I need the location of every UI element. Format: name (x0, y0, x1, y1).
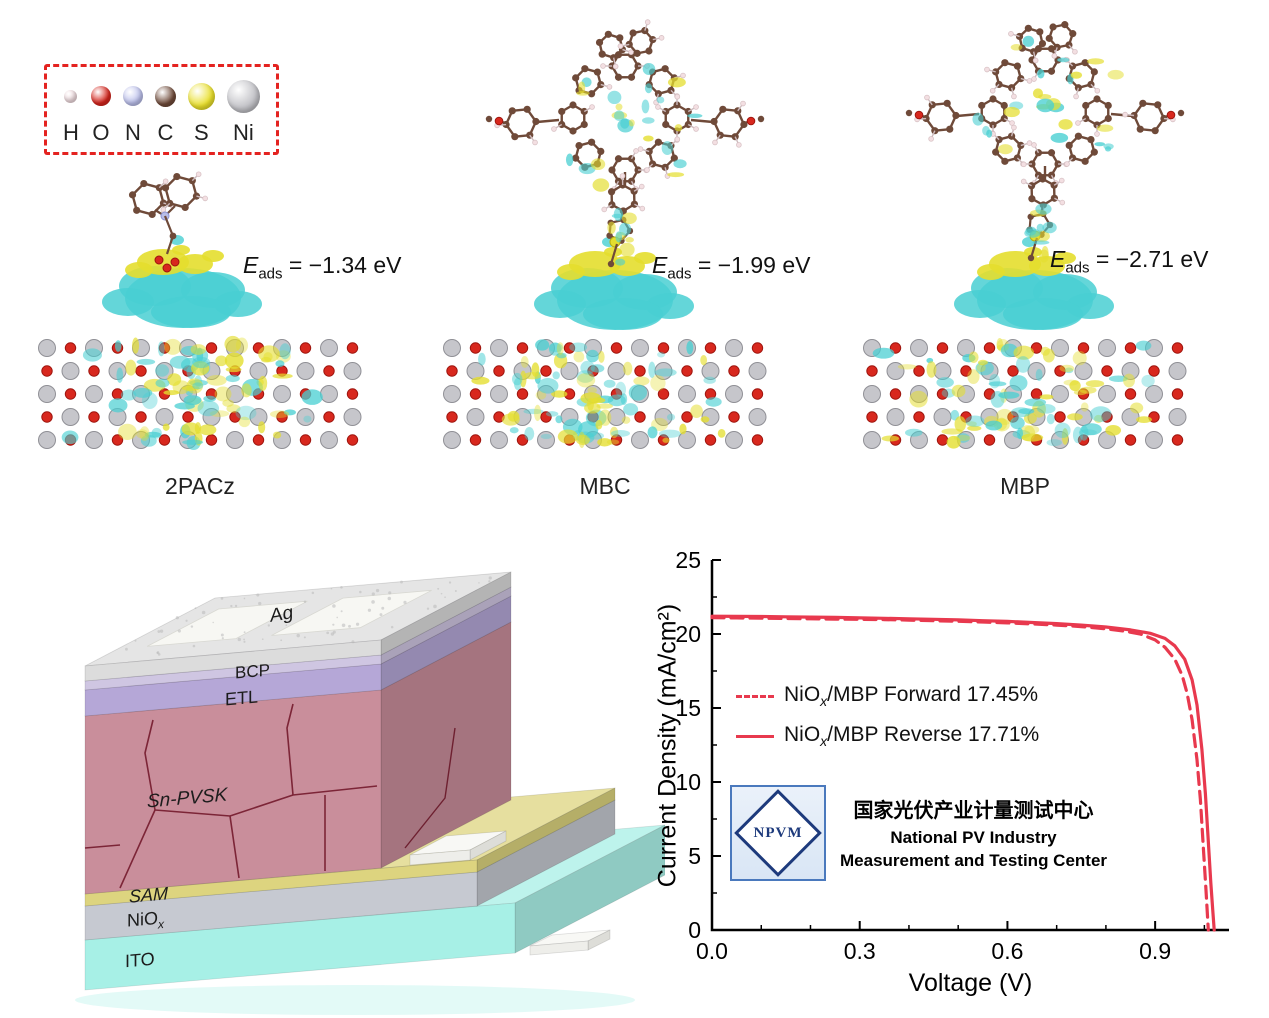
npvm-logo-text: NPVM (753, 824, 803, 841)
layer-label-ag: Ag (270, 601, 294, 628)
h-atom-icon (64, 89, 78, 103)
o-atom-label: O (92, 120, 110, 145)
svg-text:20: 20 (675, 621, 701, 647)
ni-ball-box (226, 77, 260, 115)
device-stack: Ag BCP ETL Sn-PVSK SAM NiOx ITO (25, 548, 666, 1018)
adsorption-energy-mbp: Eads = −2.71 eV (1050, 246, 1209, 277)
adsorption-panel-2pacz (38, 171, 362, 451)
reverse-solid-line-sample (736, 734, 774, 738)
panel-title-mbp: MBP (1000, 473, 1050, 499)
s-ball-box (187, 77, 215, 115)
svg-text:0.0: 0.0 (696, 938, 728, 964)
layer-label-etl: ETL (225, 686, 259, 710)
svg-text:25: 25 (675, 547, 701, 573)
layer-label-bcp: BCP (235, 660, 270, 683)
legend-atom-o: O (90, 77, 111, 146)
c-atom-label: C (157, 120, 174, 145)
legend-atom-h: H (63, 77, 79, 146)
o-atom-icon (90, 86, 111, 106)
certification-line-en1: National PV Industry (890, 828, 1057, 848)
panel-title-2pacz: 2PACz (165, 473, 235, 499)
legend-atom-c: C (154, 77, 176, 146)
h-atom-label: H (63, 120, 79, 145)
legend-atom-ni: Ni (226, 77, 260, 146)
svg-text:0.9: 0.9 (1139, 938, 1171, 964)
layer-label-niox: NiOx (127, 907, 164, 932)
y-axis-label: Current Density (mA/cm²) (653, 603, 682, 888)
device-stack-drawing (75, 571, 666, 1015)
svg-text:15: 15 (675, 695, 701, 721)
adsorption-panel-mbc (443, 19, 767, 449)
certification-line-cn: 国家光伏产业计量测试中心 (853, 800, 1094, 823)
certification-line-en2: Measurement and Testing Center (840, 850, 1108, 870)
s-atom-icon (187, 82, 215, 110)
adsorption-energy-2pacz: Eads = −1.34 eV (243, 252, 402, 283)
svg-text:0.6: 0.6 (991, 938, 1023, 964)
jv-chart-plot: 0 5 10 15 20 25 0.0 0.3 0.6 0.9 (675, 547, 1229, 964)
legend-entry-reverse: NiOx/MBP Reverse 17.71% (736, 723, 1039, 749)
svg-text:5: 5 (688, 843, 701, 869)
certification-block: NPVM 国家光伏产业计量测试中心 National PV Industry M… (730, 785, 1107, 881)
svg-text:0: 0 (688, 917, 701, 943)
n-atom-icon (122, 86, 143, 106)
jv-legend: NiOx/MBP Forward 17.45% NiOx/MBP Reverse… (736, 683, 1039, 749)
layer-label-ito: ITO (125, 948, 155, 972)
layer-label-sam: SAM (129, 883, 169, 907)
x-axis-label: Voltage (V) (908, 969, 1033, 997)
n-ball-box (122, 77, 143, 115)
forward-dashed-line-sample (736, 694, 774, 698)
ni-atom-label: Ni (233, 120, 254, 145)
adsorption-energy-mbc: Eads = −1.99 eV (652, 252, 811, 283)
h-ball-box (64, 77, 78, 115)
c-atom-icon (154, 85, 176, 107)
legend-atom-n: N (122, 77, 143, 146)
svg-text:0.3: 0.3 (844, 938, 876, 964)
svg-text:10: 10 (675, 769, 701, 795)
adsorption-panel-mbp (863, 21, 1187, 449)
legend-atom-s: S (187, 77, 215, 146)
jv-chart: 0 5 10 15 20 25 0.0 0.3 0.6 0.9 Voltage (V) Curre… (650, 545, 1269, 1018)
reverse-legend-text: NiOx/MBP Reverse 17.71% (784, 723, 1040, 750)
atom-color-legend: H O N C S Ni (44, 64, 279, 155)
s-atom-label: S (194, 120, 209, 145)
legend-entry-forward: NiOx/MBP Forward 17.45% (736, 683, 1039, 709)
c-ball-box (154, 77, 176, 115)
certification-text: 国家光伏产业计量测试中心 National PV Industry Measur… (840, 794, 1107, 871)
npvm-logo: NPVM (730, 785, 826, 881)
forward-legend-text: NiOx/MBP Forward 17.45% (784, 683, 1039, 710)
n-atom-label: N (124, 120, 141, 145)
ni-atom-icon (226, 79, 260, 113)
panel-title-mbc: MBC (579, 473, 631, 499)
o-ball-box (90, 77, 111, 115)
